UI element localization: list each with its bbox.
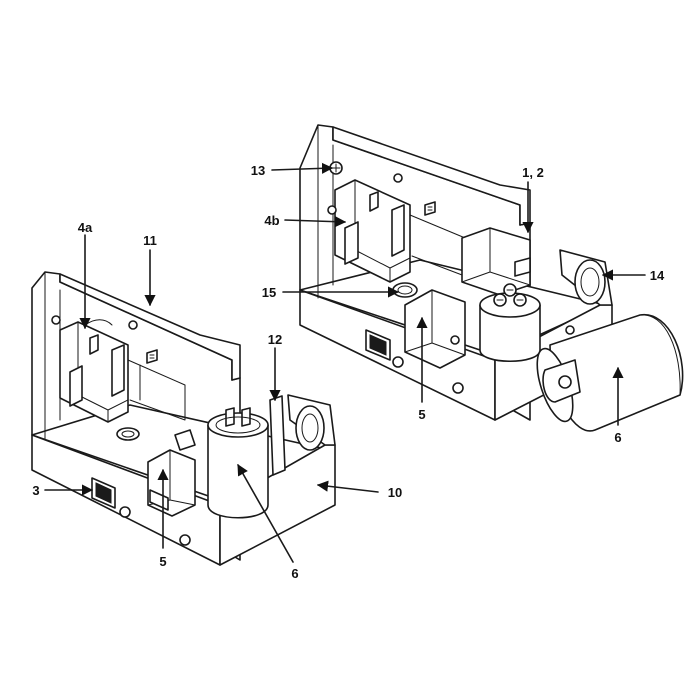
right-start-relay [404, 289, 466, 369]
right-screw-front-2 [452, 382, 464, 394]
right-screw-end [565, 325, 575, 335]
callout-15: 15 [262, 285, 276, 300]
callout-12: 12 [268, 332, 282, 347]
right-screw-side [327, 205, 337, 215]
leader-10 [316, 480, 379, 493]
leader-lines [44, 162, 646, 563]
callout-6b: 6 [614, 430, 621, 445]
left-cord-opening [295, 405, 325, 451]
left-bracket-12 [269, 395, 286, 476]
left-terminal-block [146, 349, 158, 364]
left-screw-front [119, 506, 131, 518]
callout-14: 14 [650, 268, 665, 283]
left-top-flange [59, 273, 241, 381]
leader-6 [237, 464, 294, 563]
callout-13: 13 [251, 163, 265, 178]
left-screw-top [128, 320, 138, 330]
callout-10: 10 [388, 485, 402, 500]
left-start-relay [147, 429, 196, 517]
callout-5b: 5 [418, 407, 425, 422]
left-screw-side [51, 315, 61, 325]
callout-labels: 4a 11 12 3 10 5 6 13 1, 2 4b 14 15 5 6 [32, 163, 665, 581]
left-grommet [116, 427, 140, 441]
right-screw-front [392, 356, 404, 368]
right-mounted-capacitor [479, 283, 541, 363]
right-control-box-assembly [299, 124, 684, 432]
right-grommet-15 [392, 282, 418, 298]
callout-4a: 4a [78, 220, 93, 235]
callout-11: 11 [143, 233, 157, 248]
callout-1-2: 1, 2 [522, 165, 544, 180]
right-relay [334, 179, 411, 283]
right-terminal-block [424, 201, 436, 216]
leader-13 [271, 162, 334, 174]
right-screw-top [393, 173, 403, 183]
callout-3: 3 [32, 483, 39, 498]
left-end-panel [219, 444, 336, 566]
left-control-box-assembly [31, 271, 336, 566]
leader-4b [284, 216, 347, 228]
right-rocker-switch [365, 329, 391, 361]
callout-5: 5 [159, 554, 166, 569]
right-control-module [461, 227, 531, 296]
callout-4b: 4b [264, 213, 279, 228]
right-screw-relay [450, 335, 460, 345]
left-screw-front-2 [179, 534, 191, 546]
left-relay [59, 319, 129, 423]
callout-6: 6 [291, 566, 298, 581]
right-cord-opening-14 [574, 259, 606, 305]
